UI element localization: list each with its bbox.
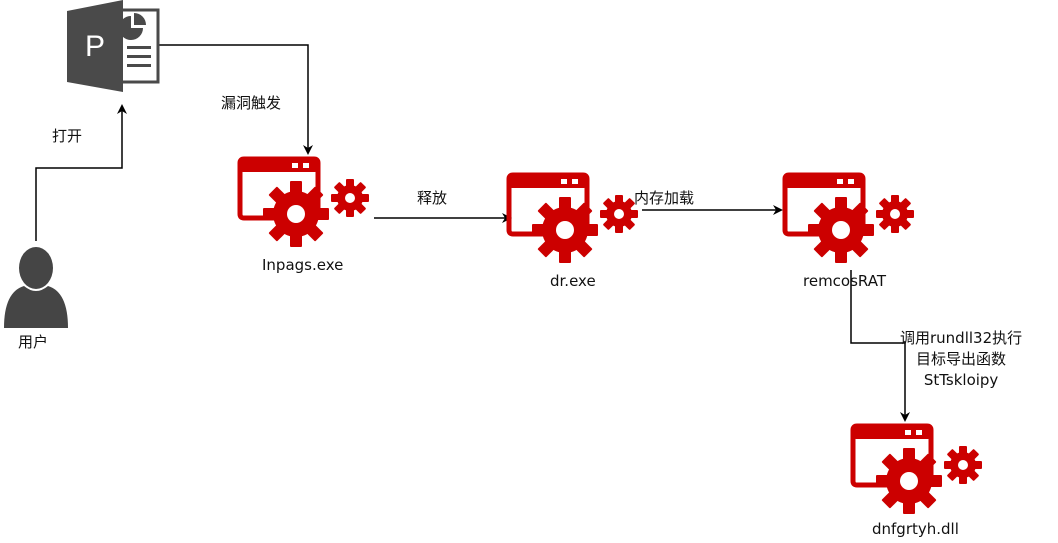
edge-call [850,270,910,422]
svg-text:P: P [85,30,105,63]
remcos-label: remcosRAT [803,272,886,290]
edge-call-line-1: 调用rundll32执行 [900,329,1023,347]
user-icon [4,247,68,328]
inpags-icon [240,159,369,247]
dr-exe-icon [509,175,638,263]
dr-exe-label: dr.exe [550,272,596,290]
edge-call-line-3: StTskloipy [923,371,999,389]
remcos-icon [785,175,914,263]
edge-release-label: 释放 [417,189,448,207]
edge-memload-label: 内存加载 [634,189,695,207]
powerpoint-icon: P [67,0,160,92]
dll-icon [853,426,982,514]
user-label: 用户 [18,333,49,351]
edge-trigger-label: 漏洞触发 [221,94,282,112]
edge-open [35,104,127,241]
edge-call-label: 调用rundll32执行 目标导出函数 StTskloipy [900,328,1022,391]
dll-label: dnfgrtyh.dll [872,520,959,538]
edge-open-label: 打开 [52,127,83,145]
edge-call-line-2: 目标导出函数 [916,350,1007,368]
inpags-label: Inpags.exe [262,256,344,274]
edge-trigger [156,44,313,155]
